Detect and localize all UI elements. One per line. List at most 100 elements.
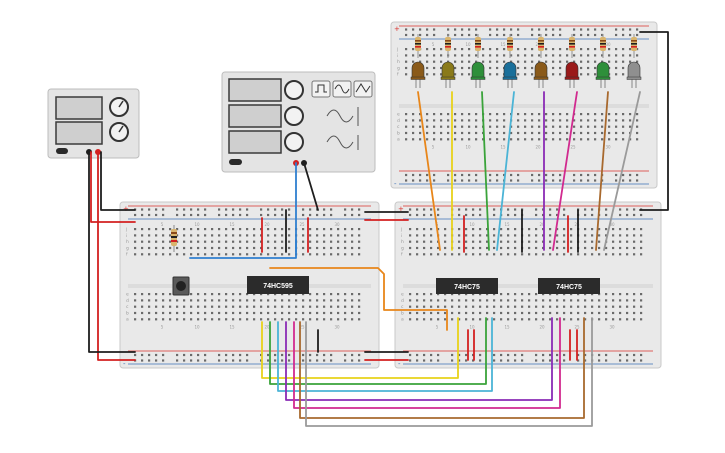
breadboard-right-row-label: b — [401, 310, 404, 316]
led-4[interactable] — [502, 61, 518, 88]
resistor-8[interactable] — [631, 34, 637, 58]
breadboard-left-column-label: 20 — [264, 222, 270, 227]
pullup-resistor[interactable] — [171, 225, 177, 252]
breadboard-right-row-label: j — [400, 227, 402, 233]
wire-generator-ground — [303, 162, 319, 211]
breadboard-top-row-label: f — [397, 72, 399, 78]
led-2[interactable] — [440, 61, 456, 88]
wire-led-green — [481, 91, 490, 251]
resistor-7[interactable] — [600, 34, 606, 58]
wire-bus-cyan — [277, 317, 493, 392]
breadboard-left-column-label: 15 — [229, 222, 235, 227]
resistor-1[interactable] — [415, 34, 421, 58]
breadboard-top-column-label: 10 — [465, 145, 471, 150]
amplitude-display — [228, 104, 282, 128]
breadboard-right-column-label: 30 — [609, 325, 615, 330]
breadboard-right-column-label: 20 — [539, 325, 545, 330]
breadboard-left-row-label: f — [126, 252, 128, 258]
wire-serial-orange — [269, 267, 448, 331]
breadboard-top-column-label: 5 — [432, 145, 435, 150]
breadboard-right-column-label: 25 — [574, 325, 580, 330]
breadboard-left-row-label: a — [126, 318, 129, 323]
breadboard-top-row-label: e — [397, 113, 400, 118]
breadboard-right-row-label: f — [401, 252, 403, 258]
breadboard-right-column-label: 5 — [436, 325, 439, 330]
amplitude-knob[interactable] — [284, 106, 304, 126]
led-6[interactable] — [564, 61, 580, 88]
led-3[interactable] — [470, 61, 486, 88]
offset-preview-icon — [326, 135, 354, 149]
wire-led-cyan — [496, 91, 515, 251]
led-1[interactable] — [410, 61, 426, 88]
led-7[interactable] — [595, 61, 611, 88]
breadboard-left-column-label: 10 — [194, 325, 200, 330]
resistor-2[interactable] — [445, 34, 451, 58]
wires — [88, 31, 669, 427]
chip-label-74hc75-right: 74HC75 — [556, 284, 582, 291]
chip-74hc75-left[interactable]: 74HC75 — [436, 278, 498, 294]
wire-clock-signal — [189, 162, 297, 259]
power-supply[interactable] — [47, 88, 140, 159]
breadboard-left-row-label: i — [126, 233, 127, 239]
led-array — [410, 34, 642, 88]
breadboard-right-row-label: c — [401, 305, 404, 310]
frequency-knob[interactable] — [284, 80, 304, 100]
resistor-3[interactable] — [475, 34, 481, 58]
wire-led-gray — [603, 91, 641, 251]
breadboard-left-row-label: h — [126, 239, 129, 245]
current-display — [55, 121, 103, 145]
breadboard-top-column-label: 5 — [432, 42, 435, 47]
power-switch[interactable] — [56, 148, 68, 154]
push-button[interactable] — [172, 276, 190, 296]
wire-power-positive-top — [90, 151, 136, 223]
breadboard-top-row-label: j — [396, 47, 398, 53]
wire-bus-magenta — [293, 317, 561, 409]
offset-knob[interactable] — [284, 132, 304, 152]
breadboard-top-row-label: c — [397, 125, 400, 130]
triangle-wave-icon[interactable] — [353, 80, 373, 98]
breadboard-right-rail-minus-label: - — [398, 360, 401, 368]
led-5[interactable] — [533, 61, 549, 88]
breadboard-top-column-label: 30 — [605, 145, 611, 150]
breadboard-left-row-label: j — [125, 227, 127, 233]
breadboard-right-column-label: 20 — [539, 222, 545, 227]
chip-74hc595[interactable]: 74HC595 — [247, 276, 309, 294]
breadboard-right-column-label: 15 — [504, 222, 510, 227]
generator-power-switch[interactable] — [229, 159, 242, 165]
breadboard-right-row-label: h — [401, 239, 404, 245]
wire-bus-green — [269, 317, 487, 385]
breadboard-top-column-label: 15 — [500, 42, 506, 47]
breadboard-top-column-label: 20 — [535, 145, 541, 150]
function-generator[interactable] — [221, 71, 376, 173]
resistor-5[interactable] — [538, 34, 544, 58]
breadboard-left-row-label: e — [126, 293, 129, 298]
breadboard-right-row-label: g — [401, 246, 404, 251]
led-8[interactable] — [626, 61, 642, 88]
breadboard-top-column-label: 10 — [465, 42, 471, 47]
wire-power-negative-top — [100, 151, 136, 211]
breadboard-left-row-label: d — [126, 298, 129, 304]
breadboard-top-row-label: h — [397, 59, 400, 65]
breadboard-right-row-label: a — [401, 318, 404, 323]
voltage-display — [55, 96, 103, 120]
breadboard-right-column-label: 30 — [609, 222, 615, 227]
breadboard-left-column-label: 25 — [299, 325, 305, 330]
breadboard-top-row-label: i — [397, 53, 398, 59]
breadboard-left-column-label: 20 — [264, 325, 270, 330]
resistor-4[interactable] — [507, 34, 513, 58]
resistor-6[interactable] — [569, 34, 575, 58]
chip-label-74hc75-left: 74HC75 — [454, 284, 480, 291]
breadboard-left-column-label: 5 — [161, 222, 164, 227]
breadboard-left-column-label: 10 — [194, 222, 200, 227]
breadboard-top-row-label: g — [397, 66, 400, 71]
wire-led-magenta — [552, 91, 578, 251]
wire-power-positive — [97, 151, 136, 361]
chip-74hc75-right[interactable]: 74HC75 — [538, 278, 600, 294]
square-wave-icon[interactable] — [311, 80, 331, 98]
breadboard-left-rail-plus-label: + — [123, 205, 129, 213]
breadboard-left-rail-minus-label: - — [123, 360, 126, 368]
